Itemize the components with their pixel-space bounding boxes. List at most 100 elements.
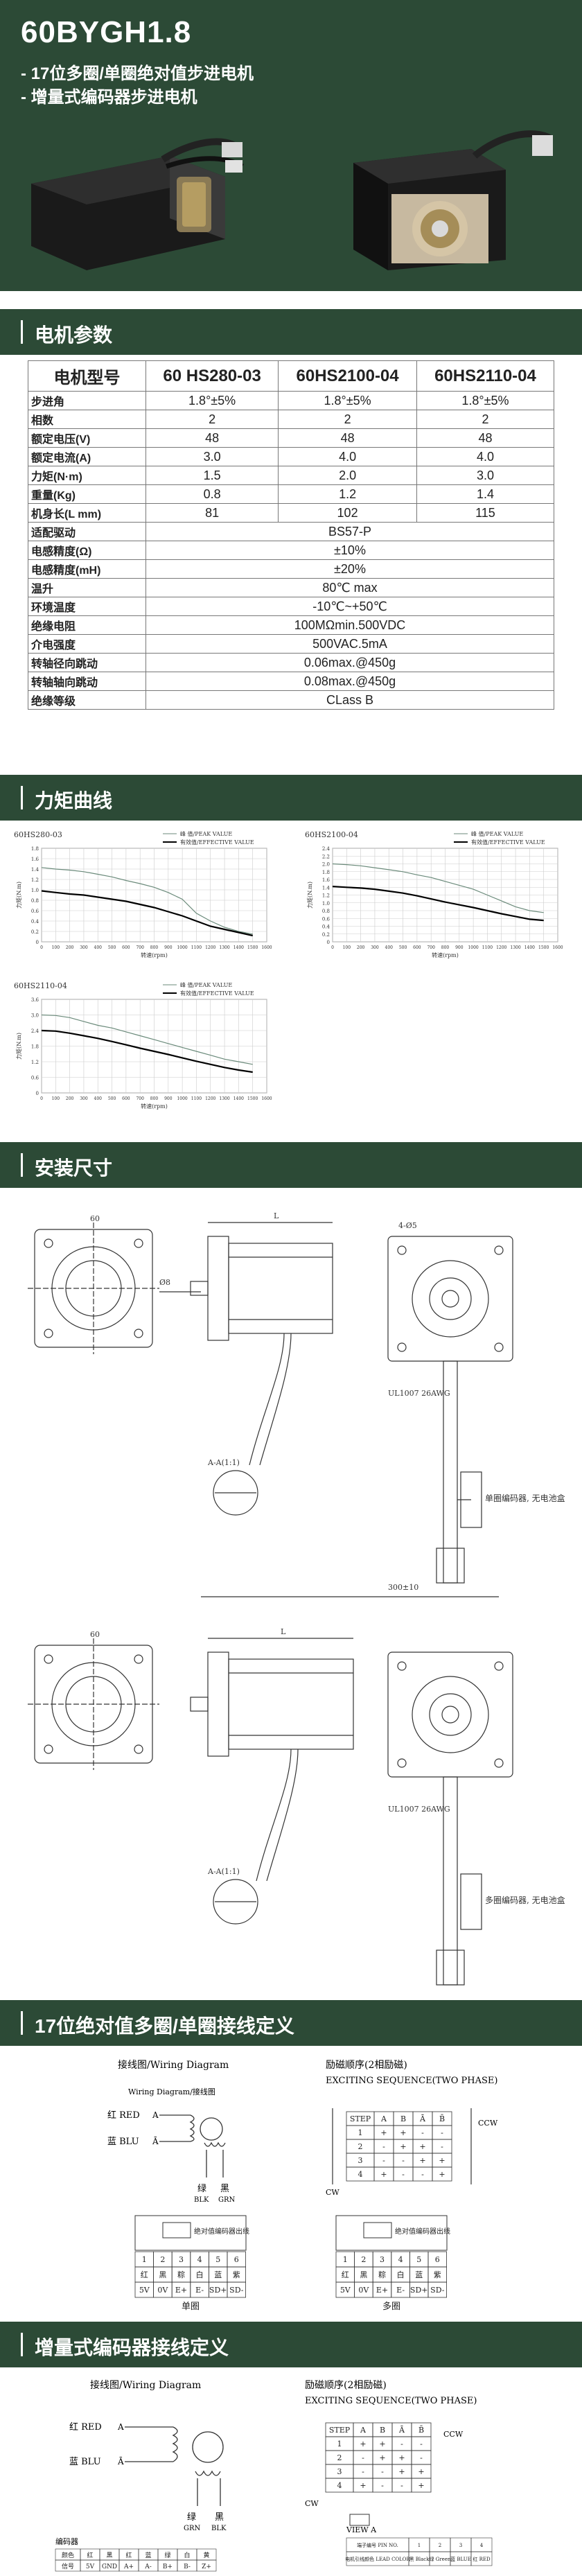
lead-cell-text: 黑 Black (409, 2557, 430, 2562)
connector-box (134, 2215, 247, 2251)
seq-cell-text: B̄ (439, 2114, 445, 2123)
spec-table: 电机型号 60 HS280-03 60HS2100-04 60HS2110-04… (28, 360, 555, 710)
x-tick-label: 300 (371, 945, 379, 950)
y-tick-label: 0.8 (31, 898, 39, 904)
x-tick-label: 1300 (219, 1096, 229, 1101)
cell: -10℃~+50℃ (146, 597, 554, 616)
x-tick-label: 1300 (219, 945, 229, 950)
conn-cell (227, 2281, 247, 2298)
lead-cell-text: 4 (480, 2543, 484, 2548)
seq-cell-text: - (420, 2439, 423, 2448)
seq-cell-text: + (419, 2142, 425, 2151)
table-row: 环境温度-10℃~+50℃ (28, 597, 554, 616)
enc-cell-text: GND (102, 2564, 117, 2570)
rear-view (387, 1236, 513, 1362)
lead-cell-text: 绿 Green (430, 2556, 451, 2562)
y-tick-label: 0.2 (31, 929, 39, 935)
conn-cell-text: 蓝 (415, 2270, 423, 2279)
cell: 2 (145, 410, 279, 429)
conn-cell-text: 5 (416, 2255, 421, 2264)
wire-green-label: 绿 (197, 2184, 206, 2194)
cell: 4.0 (416, 447, 555, 466)
wire-green-en: GRN (218, 2196, 236, 2204)
seq-cell-text: STEP (350, 2114, 371, 2123)
seq-cell-text: - (441, 2142, 443, 2151)
y-tick-label: 1.6 (31, 857, 39, 862)
row-key: 转轴轴向跳动 (28, 672, 146, 691)
conn-cell-text: 黑 (360, 2270, 367, 2279)
x-tick-label: 800 (150, 945, 159, 950)
conn-cell-text: E+ (376, 2286, 388, 2295)
shaft-flange (207, 1236, 229, 1341)
conn-cell-text: 紫 (233, 2270, 240, 2279)
seq-cell-text: A (360, 2426, 367, 2435)
seq-cell-text: + (400, 2128, 406, 2137)
chart-title: 60HS2110-04 (14, 981, 67, 990)
row-key: 重量(Kg) (28, 484, 146, 504)
seq-cell-text: + (400, 2142, 406, 2151)
connector-icon (363, 2222, 392, 2238)
seq-cell-text: + (379, 2453, 385, 2462)
enc-cell-text: 5V (86, 2564, 95, 2570)
install-note: 单圈编码器, 无电池盒 (485, 1493, 565, 1503)
x-tick-label: 1400 (233, 1096, 244, 1101)
legend-effective: 有效值/EFFECTIVE VALUE (180, 839, 254, 845)
seq-subtitle: EXCITING SEQUENCE(TWO PHASE) (305, 2396, 477, 2406)
x-axis-label: 转速(rpm) (141, 1103, 168, 1110)
wire-abar-label: Ā (117, 2456, 124, 2467)
cell: CLass B (146, 690, 554, 710)
y-tick-label: 1.2 (322, 893, 330, 899)
cell: 48 (145, 428, 279, 448)
header-cell: 60HS2100-04 (278, 360, 417, 392)
seq-cell-text: Ā (398, 2426, 405, 2435)
dim-label: UL1007 26AWG (388, 1389, 450, 1398)
cell: 48 (416, 428, 555, 448)
enc-cell-text: 白 (184, 2551, 190, 2559)
seq-cell-text: 2 (358, 2142, 363, 2151)
encoder-title: 编码器 (55, 2536, 78, 2546)
cell: 2 (416, 410, 555, 429)
legend-effective: 有效值/EFFECTIVE VALUE (180, 990, 254, 997)
row-key: 额定电流(A) (28, 447, 146, 466)
y-tick-label: 1.4 (31, 867, 39, 873)
table-row: 电感精度(mH)±20% (28, 559, 554, 579)
row-key: 适配驱动 (28, 522, 146, 541)
conn-cell-text: E- (396, 2286, 405, 2295)
section-torque-title: 力矩曲线 (35, 790, 113, 812)
motor-body-side (228, 1243, 333, 1334)
enc-cell (196, 2559, 217, 2572)
cell: 500VAC.5mA (146, 634, 554, 654)
seq-cell-text: - (421, 2128, 424, 2137)
wire-a-label: A (152, 2110, 159, 2120)
x-tick-label: 1100 (191, 1096, 202, 1101)
x-tick-label: 1500 (247, 945, 258, 950)
x-tick-label: 1200 (205, 1096, 215, 1101)
seq-cell-text: A (380, 2114, 387, 2123)
y-tick-label: 2.0 (322, 862, 330, 868)
conn-cell-text: SD- (430, 2286, 445, 2295)
cell: 0.8 (145, 484, 279, 504)
x-tick-label: 100 (52, 1096, 60, 1101)
connector-icon (162, 2222, 191, 2238)
lead-cell-text: 2 (439, 2543, 441, 2548)
conn-cell-text: 6 (234, 2255, 239, 2264)
connector-title: 绝对值编码器出线 (194, 2227, 249, 2236)
enc-row-label: 颜色 (62, 2551, 74, 2559)
seq-title: 励磁顺序(2相励磁) (305, 2380, 387, 2391)
y-tick-label: 0.2 (322, 932, 330, 938)
x-axis-label: 转速(rpm) (432, 952, 459, 958)
x-tick-label: 600 (122, 945, 130, 950)
y-tick-label: 1.2 (31, 1060, 39, 1065)
x-tick-label: 1600 (261, 945, 272, 950)
y-tick-label: 1.8 (31, 846, 39, 852)
x-tick-label: 1600 (552, 945, 563, 950)
section-params-title: 电机参数 (35, 324, 113, 346)
header-cell: 60 HS280-03 (145, 360, 279, 392)
x-tick-label: 1000 (177, 1096, 187, 1101)
